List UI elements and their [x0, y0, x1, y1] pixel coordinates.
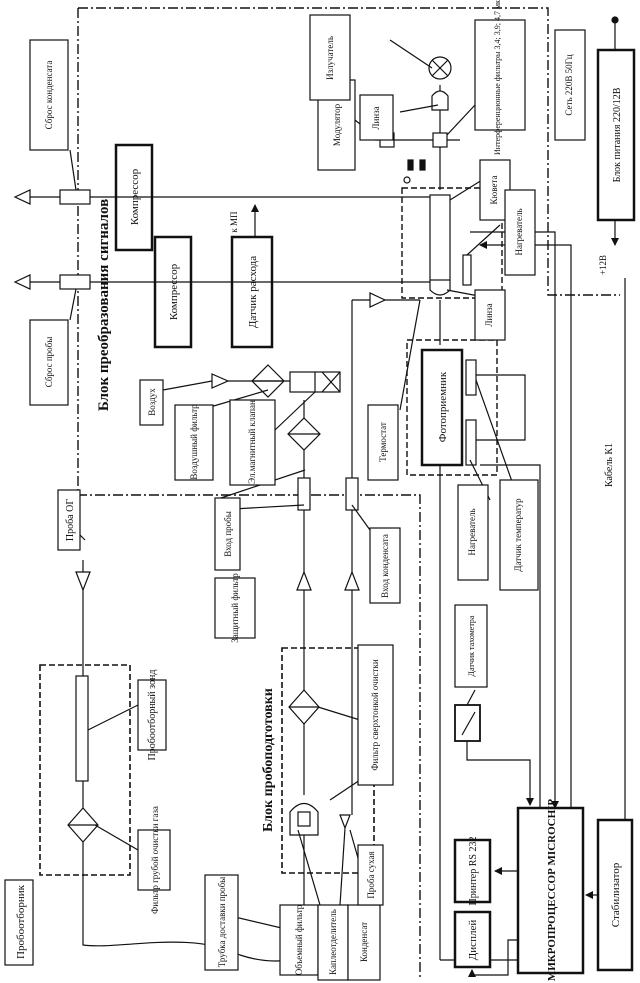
stabilizer-label: Стабилизатор [610, 862, 622, 927]
probe-input-label: Вход пробы [223, 511, 233, 557]
air-inlet-arrow [211, 373, 230, 389]
sample-prep-block-title: Блок пробоподготовки [261, 688, 276, 832]
cuvette-tube [429, 194, 451, 281]
tachometer-label: Датчик тахометра [467, 615, 476, 676]
display-label: Дисплей [467, 920, 479, 961]
volumetric-filter-label: Объемный фильтр [294, 904, 304, 975]
heater-bottom-label: Нагреватель [467, 508, 477, 555]
condensate-separator-arrow [339, 814, 351, 830]
compressor-lower-label: Компрессор [168, 263, 180, 320]
mains-plug-symbol [611, 16, 619, 24]
probe-outlet-fitting [59, 274, 91, 290]
temperature-sensor-label: Датчик температур [513, 498, 523, 572]
emitter-label: Излучатель [325, 36, 335, 80]
plus-12v-label: +12В [598, 255, 608, 275]
condensate-outlet-arrow [13, 189, 31, 205]
sample-prep-region [281, 647, 375, 874]
photodetector-label: Фотоприемник [437, 371, 449, 442]
air-label: Воздух [147, 388, 157, 416]
probe-inlet-fitting [297, 477, 311, 511]
condensate-inlet-fitting [345, 477, 359, 511]
heater-top-label: Нагреватель [514, 208, 524, 255]
cuvette-label: Кювета [489, 176, 499, 205]
cuvette-heater [462, 254, 472, 286]
condensate-input-label: Вход конденсата [380, 534, 390, 598]
condensate-label: Конденсат [359, 922, 369, 962]
signal-conversion-region [77, 7, 620, 980]
condensate-outlet-fitting [59, 189, 91, 205]
lens-top-symbol [431, 90, 449, 111]
air-filter-label: Воздушный фильтр [189, 404, 199, 480]
photodetector-region [406, 339, 498, 476]
dry-probe-label: Проба сухая [366, 851, 376, 898]
probe-og-label: Проба ОГ [65, 499, 76, 541]
display-box [453, 910, 492, 969]
photodetector-box [420, 348, 464, 467]
interference-filters-label: Интерференционные фильтры 3,4; 3,9; 4,7 … [493, 0, 502, 155]
probe-outlet-arrow [13, 274, 31, 290]
printer-box [453, 838, 492, 904]
compressor-lower-box [153, 235, 193, 349]
power-supply-box [596, 48, 636, 222]
compressor-upper-label: Компрессор [129, 168, 141, 225]
flow-sensor-label: Датчик расхода [247, 256, 259, 328]
to-mp-label: к МП [229, 211, 239, 233]
interference-filter-symbol [432, 132, 448, 148]
microprocessor-label: МИКРОПРОЦЕССОР MICROCHIP [546, 799, 558, 982]
probe-sampler-label: Пробоотборник [15, 884, 27, 959]
sampling-probe-tube [75, 675, 89, 782]
delivery-tube-label: Трубка доставки пробы [217, 877, 227, 967]
condensate-discharge-label: Сброс конденсата [44, 61, 54, 130]
volumetric-filter-symbol [289, 802, 319, 836]
thermostat-label: Термостат [378, 422, 388, 462]
condensate-input-arrow [344, 570, 360, 591]
lens-top-label: Линза [371, 106, 381, 129]
probe-og-arrow [75, 571, 91, 592]
coarse-filter-label: Фильтр грубой очистки газа [150, 806, 160, 914]
mains-label: Сеть 220В 50Гц [564, 54, 574, 115]
power-supply-label: Блок питания 220/12В [612, 87, 623, 182]
modulator-label: Модулятор [332, 103, 342, 146]
sampling-probe-label: Пробоотборный зонд [147, 670, 158, 761]
signal-conversion-block-title: Блок преобразования сигналов [96, 199, 112, 411]
cuvette-region [401, 187, 503, 299]
solenoid-valve-label: Эл.магнитный клапан [247, 400, 257, 484]
delivery-tube-line [82, 842, 305, 962]
condensate-separator-label: Каплеотделитель [328, 909, 338, 975]
cable-k1-label: Кабель К1 [604, 443, 615, 487]
protective-filter-label: Защитный фильтр [230, 573, 240, 643]
probe-discharge-label: Сброс пробы [44, 337, 54, 388]
stabilizer-box [596, 818, 634, 972]
flow-sensor-box [230, 235, 274, 349]
microprocessor-box [516, 806, 585, 975]
lens-bottom-label: Линза [484, 303, 494, 326]
printer-label: Принтер RS 232 [468, 837, 479, 906]
ultrafine-filter-label: Фильтр сверхтонкой очистки [370, 659, 380, 770]
probe-sampler-region [39, 664, 131, 876]
probe-input-arrow [296, 570, 312, 591]
tachometer-box [454, 704, 481, 742]
